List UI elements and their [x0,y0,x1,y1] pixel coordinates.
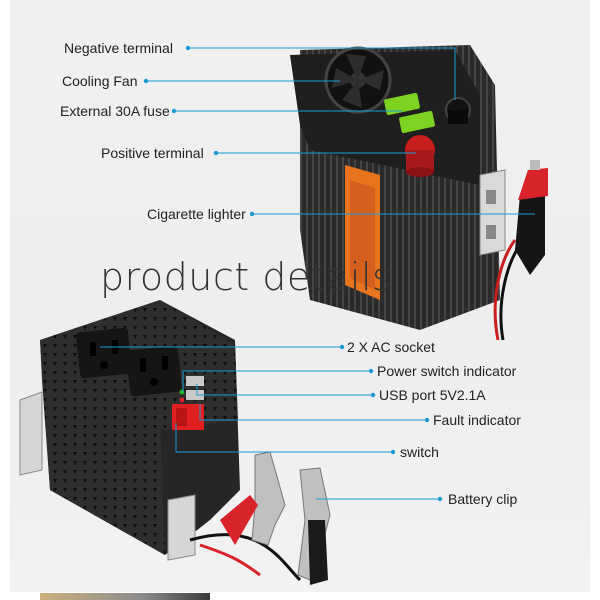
fuse-icon [384,93,420,115]
callout-lines [100,47,535,500]
power-indicator-light [179,389,185,395]
callout-negative-terminal: Negative terminal [64,40,173,56]
section-heading: product details [100,255,393,299]
callout-dots [143,45,443,502]
battery-clip-red [251,451,286,546]
callout-cigarette-lighter: Cigarette lighter [147,206,246,222]
battery-clips [189,451,331,585]
callout-power-indicator: Power switch indicator [377,363,517,379]
mounting-bracket [19,391,43,476]
callout-battery-clip: Battery clip [448,491,518,507]
callout-fault-indicator: Fault indicator [433,412,521,428]
usb-port-icon [186,390,204,400]
next-image-strip [40,593,210,600]
callout-positive-terminal: Positive terminal [101,145,204,161]
ac-socket-icon [76,327,132,379]
usb-port-icon [186,376,204,386]
inverter-top-view [290,45,548,341]
fuse-icon [399,111,435,133]
mounting-bracket [479,169,506,256]
callout-external-fuse: External 30A fuse [60,103,170,119]
ac-socket-icon [126,345,182,397]
inverter-front-view [19,300,240,561]
callout-usb-port: USB port 5V2.1A [379,387,486,403]
cigarette-lighter-plug [515,190,545,275]
callout-switch: switch [400,444,439,460]
fault-indicator-light [179,397,185,403]
callout-cooling-fan: Cooling Fan [62,73,138,89]
callout-ac-socket: 2 X AC socket [347,339,435,355]
